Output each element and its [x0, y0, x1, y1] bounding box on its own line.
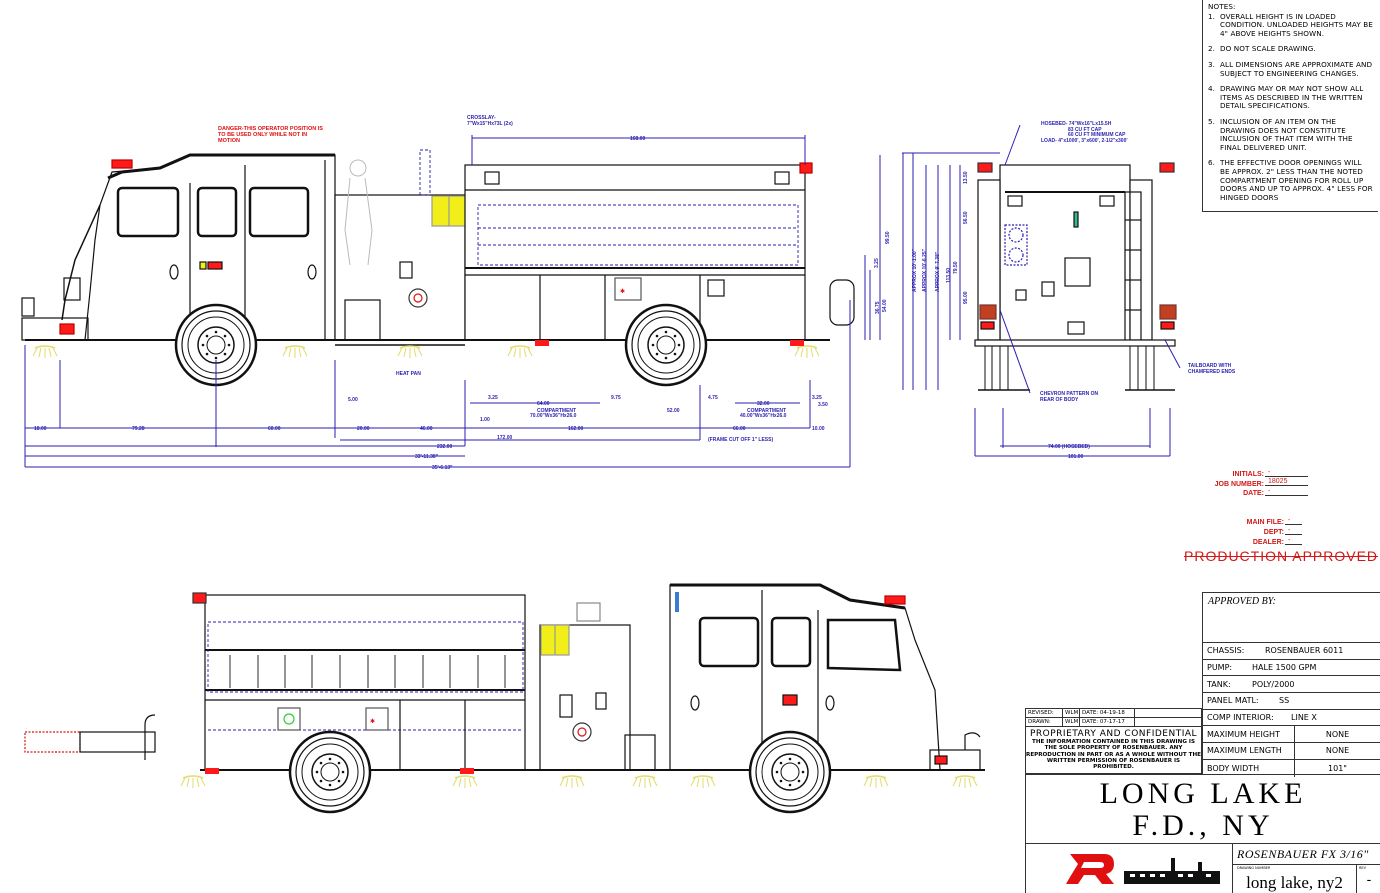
svg-text:60.00: 60.00 [268, 426, 281, 432]
svg-text:66.00: 66.00 [733, 426, 746, 432]
svg-text:3.25: 3.25 [488, 395, 498, 401]
production-approved-stamp: PRODUCTION APPROVED [1184, 548, 1379, 564]
tailboard-label: TAILBOARD WITH CHAMFERED ENDS [1188, 363, 1236, 375]
operator-warning-label: DANGER-THIS OPERATOR POSITION IS TO BE U… [218, 126, 323, 144]
production-approval: INITIALS: - JOB NUMBER: 18025 DATE: - MA… [1184, 469, 1379, 564]
rear-dimensions [902, 124, 1181, 457]
svg-text:5.00: 5.00 [348, 397, 358, 403]
svg-text:9.75: 9.75 [611, 395, 621, 401]
note-item: 6.THE EFFECTIVE DOOR OPENINGS WILL BE AP… [1208, 158, 1373, 202]
svg-text:56.50: 56.50 [963, 211, 969, 224]
svg-text:99.50: 99.50 [885, 231, 891, 244]
note-item: 2.DO NOT SCALE DRAWING. [1208, 44, 1316, 54]
svg-text:64.00: 64.00 [537, 401, 550, 407]
svg-text:3.25: 3.25 [874, 258, 880, 268]
svg-text:35'-6.13": 35'-6.13" [432, 465, 453, 471]
svg-text:79.28: 79.28 [132, 426, 145, 432]
customer-name: LONG LAKE F.D., NY [1025, 774, 1380, 844]
svg-text:70.00"Wx36"Hx26.0: 70.00"Wx36"Hx26.0 [530, 413, 577, 419]
chassis-row: CHASSIS:ROSENBAUER 6011 [1203, 643, 1380, 660]
svg-text:APPROX 9'-7.38": APPROX 9'-7.38" [935, 251, 941, 292]
chevron-pattern-label: CHEVRON PATTERN ON REAR OF BODY [1040, 391, 1099, 403]
svg-text:74.00 (HOSEBED): 74.00 (HOSEBED) [1048, 444, 1090, 450]
comp-interior-row: COMP INTERIOR:LINE X [1203, 710, 1380, 727]
proprietary-notice: PROPRIETARY AND CONFIDENTIAL THE INFORMA… [1026, 729, 1201, 771]
heat-pan-label: HEAT PAN [396, 371, 421, 377]
top-side-view: ✱ [21, 149, 855, 346]
svg-text:3.25: 3.25 [812, 395, 822, 401]
svg-text:✱: ✱ [620, 288, 625, 295]
note-item: 4.DRAWING MAY OR MAY NOT SHOW ALL ITEMS … [1208, 84, 1364, 111]
rosenbauer-r-icon [1066, 854, 1220, 884]
svg-text:13.50: 13.50 [963, 171, 969, 184]
svg-text:101.00: 101.00 [1068, 454, 1084, 460]
svg-text:232.00: 232.00 [437, 444, 453, 450]
approved-by: APPROVED BY: [1203, 593, 1380, 643]
svg-text:10.00: 10.00 [812, 426, 825, 432]
svg-text:APPROX 10'-1.00": APPROX 10'-1.00" [912, 248, 918, 292]
hosebed-label: HOSEBED- 74"Wx16"Lx15.5H 83 CU FT CAP 60… [1041, 121, 1128, 144]
svg-text:(FRAME CUT OFF 1" LESS): (FRAME CUT OFF 1" LESS) [708, 437, 773, 443]
svg-text:54.00: 54.00 [882, 299, 888, 312]
rear-wheel-bottom [288, 730, 372, 814]
rosenbauer-logo [1026, 844, 1232, 893]
panel-matl-row: PANEL MATL:SS [1203, 693, 1380, 710]
svg-text:COMPARTMENT: COMPARTMENT [537, 408, 576, 414]
notes-panel: NOTES: 1.OVERALL HEIGHT IS IN LOADED CON… [1202, 0, 1378, 212]
note-item: 3.ALL DIMENSIONS ARE APPROXIMATE AND SUB… [1208, 59, 1373, 78]
svg-text:40.00"Wx36"Hx26.0: 40.00"Wx36"Hx26.0 [740, 413, 787, 419]
svg-text:46.00: 46.00 [420, 426, 433, 432]
svg-text:APPROX 10'-6.25": APPROX 10'-6.25" [922, 248, 928, 292]
crosslay-label: CROSSLAY- 7"Wx15"Hx73L (2x) [467, 115, 513, 127]
pump-row: PUMP:HALE 1500 GPM [1203, 660, 1380, 677]
svg-text:79.50: 79.50 [953, 261, 959, 274]
svg-text:95.00: 95.00 [963, 291, 969, 304]
front-wheel-bottom [748, 730, 832, 814]
note-item: 1.OVERALL HEIGHT IS IN LOADED CONDITION.… [1208, 11, 1373, 38]
svg-text:113.50: 113.50 [946, 268, 952, 283]
svg-text:33'-11.38": 33'-11.38" [415, 454, 439, 460]
tank-row: TANK:POLY/2000 [1203, 676, 1380, 694]
rear-wheel-top [624, 303, 708, 387]
svg-text:168.00: 168.00 [630, 136, 646, 142]
svg-text:20.00: 20.00 [357, 426, 370, 432]
drawing-footer: ROSENBAUER FX 3/16" DRAWING NUMBER long … [1025, 844, 1380, 893]
note-item: 5.INCLUSION OF AN ITEM ON THE DRAWING DO… [1208, 116, 1353, 152]
notes-title: NOTES: [1208, 2, 1236, 11]
svg-text:18.00: 18.00 [34, 426, 47, 432]
svg-text:162.00: 162.00 [568, 426, 584, 432]
svg-text:1.00: 1.00 [480, 417, 490, 423]
svg-text:172.00: 172.00 [497, 435, 513, 441]
svg-text:4.75: 4.75 [708, 395, 718, 401]
model-name: ROSENBAUER FX 3/16" [1232, 844, 1380, 865]
svg-text:3.50: 3.50 [818, 402, 828, 408]
drawing-number: DRAWING NUMBER long lake, ny2 [1232, 865, 1356, 893]
svg-text:32.00: 32.00 [757, 401, 770, 407]
spec-title-block: APPROVED BY: CHASSIS:ROSENBAUER 6011 PUM… [1202, 592, 1380, 777]
svg-text:✱: ✱ [370, 718, 375, 725]
svg-text:36.75: 36.75 [875, 301, 881, 314]
revision-number: REV - [1356, 865, 1380, 893]
bottom-side-view: ✱ [24, 583, 985, 771]
svg-text:52.00: 52.00 [667, 408, 680, 414]
svg-text:COMPARTMENT: COMPARTMENT [747, 408, 786, 414]
rear-view [974, 162, 1177, 391]
side-dimensions [24, 135, 881, 468]
